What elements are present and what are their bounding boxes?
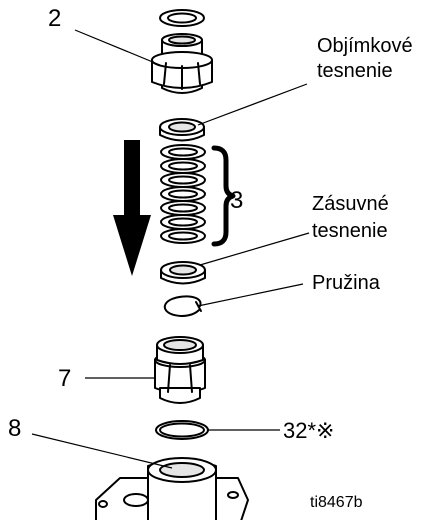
- spring-ring: [163, 295, 202, 317]
- label-part-2: 2: [48, 5, 61, 32]
- label-part-32: 32*※: [283, 418, 334, 443]
- assembly-direction-arrow: [113, 140, 151, 276]
- top-o-ring: [159, 9, 205, 27]
- part-8-base-housing: [95, 457, 249, 520]
- part-32-o-ring: [155, 420, 209, 440]
- label-spring: Pružina: [312, 272, 381, 294]
- label-part-3: 3: [230, 187, 243, 214]
- slide-seal: [160, 261, 206, 285]
- part-3-brace: [211, 145, 236, 247]
- label-part-7: 7: [58, 365, 71, 392]
- label-cup-seal-line1: Objímkové: [317, 35, 413, 57]
- label-part-8: 8: [8, 415, 21, 442]
- leader-lines: [31, 29, 310, 469]
- part-3-packing-stack: [160, 144, 206, 244]
- figure-id: ti8467b: [310, 494, 363, 511]
- label-slide-seal-line1: Zásuvné: [312, 193, 389, 215]
- part-7-nut: [154, 336, 206, 404]
- part-2-gland-nut: [151, 33, 213, 94]
- cup-seal: [159, 118, 205, 142]
- label-slide-seal-line2: tesnenie: [312, 220, 388, 242]
- label-cup-seal-line2: tesnenie: [317, 60, 393, 82]
